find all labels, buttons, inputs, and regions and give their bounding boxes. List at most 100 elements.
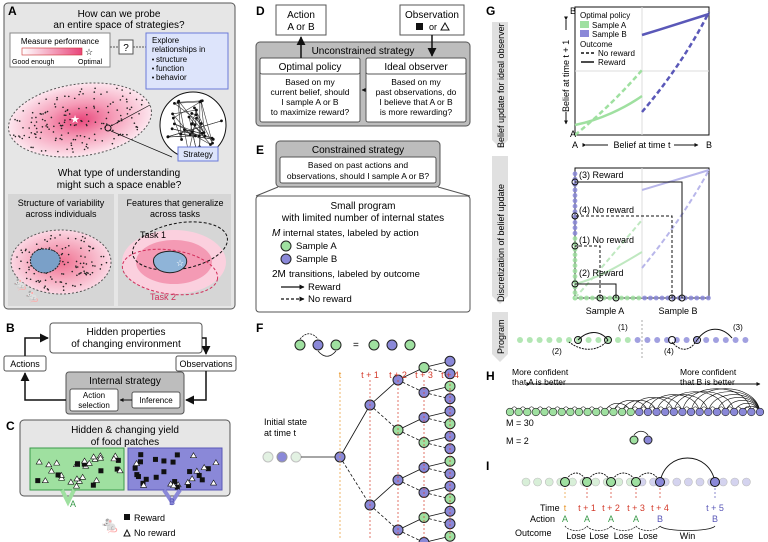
strategy-label: Strategy [183, 150, 213, 159]
network-edge [180, 133, 214, 140]
ideal-observer-title: Ideal observer [384, 62, 448, 73]
task-1-outline [132, 221, 228, 271]
legend-no-reward: No reward [598, 49, 635, 58]
optimal-star-icon: ☆ [85, 47, 93, 57]
strategy-dot [94, 121, 97, 123]
panel-c-letter: C [6, 419, 15, 433]
transition-arc [317, 350, 337, 357]
state [669, 407, 678, 417]
state [721, 407, 730, 417]
faded-curve [574, 219, 643, 299]
strategy-dot [64, 95, 66, 98]
program-state [634, 337, 641, 343]
strategy-dot [72, 138, 75, 141]
strategy-dot [73, 124, 76, 127]
panel-c: C Hidden & changing yield of food patche… [6, 419, 231, 538]
highlighted-state [574, 336, 582, 344]
time-value: t + 1 [578, 503, 596, 513]
outcome-arc [586, 525, 612, 531]
strategy-dot [136, 128, 139, 131]
discrete-state-x [642, 295, 647, 301]
network-node [172, 122, 176, 126]
strategy-dot [53, 103, 56, 105]
state [600, 407, 609, 417]
outcome-arc [635, 525, 661, 531]
strategy-dot [60, 127, 63, 130]
unconstrained-label: Unconstrained strategy [312, 46, 415, 57]
individuals-cloud [10, 229, 112, 295]
trajectory-arc [659, 457, 716, 483]
state [678, 407, 687, 417]
strategy-dot [61, 138, 63, 141]
strategy-dot [46, 123, 48, 126]
long-arc [639, 397, 683, 413]
state [704, 407, 713, 417]
long-arc [630, 397, 675, 413]
no-reward-item [85, 459, 93, 466]
individual-dot [38, 281, 41, 283]
no-reward-item [67, 478, 75, 485]
individual-dot [49, 276, 52, 278]
measure-title: Measure performance [21, 37, 100, 46]
outcome-row-label: Outcome [515, 528, 552, 538]
outcome-arc [659, 525, 716, 531]
reward-square-icon [416, 23, 423, 30]
individual-dot [26, 261, 29, 264]
strategy-dot [81, 120, 83, 123]
network-edge [172, 113, 191, 136]
strategy-dot [22, 127, 24, 129]
question-mark: ? [123, 43, 129, 54]
panel-h: H More confident that A is better More c… [486, 367, 765, 446]
state [747, 407, 756, 417]
strategy-dot [54, 106, 57, 108]
program-state [556, 337, 563, 343]
strategy-dot [53, 125, 55, 128]
strategy-dot [35, 127, 38, 130]
reward-item [114, 466, 120, 472]
transitions-label: transitions, labeled by outcome [289, 269, 420, 280]
tree-edge [369, 379, 399, 406]
question-2-line-1: What type of understanding [58, 168, 180, 179]
strategy-dot [73, 97, 76, 100]
individual-dot [43, 286, 46, 289]
trajectory-state [710, 477, 720, 487]
discrete-state-y [572, 290, 578, 295]
strategy-dot [62, 106, 64, 109]
individual-dot [89, 273, 92, 276]
individual-dot [62, 289, 65, 291]
reward-label: Reward [308, 282, 341, 293]
no-reward-item [73, 475, 81, 482]
panel-g: G Belief update for ideal observer Discr… [486, 4, 749, 362]
optimal-label: Optimal [78, 59, 103, 66]
program-state [386, 339, 398, 351]
good-enough-label: Good enough [12, 59, 55, 66]
network-node [190, 122, 193, 126]
individual-dot [16, 256, 18, 258]
individual-dot [87, 272, 89, 275]
task-2-label: Task 2 [150, 292, 176, 302]
discrete-state-y [572, 203, 578, 209]
individual-dot [54, 237, 56, 239]
action-line-1: Action [287, 10, 315, 21]
individual-dot [62, 260, 64, 263]
reward-item [187, 469, 193, 475]
individual-dot [44, 279, 47, 282]
strategy-dot [44, 119, 46, 122]
strategy-dot [18, 120, 21, 122]
small-program-line-2: with limited number of internal states [281, 213, 444, 224]
no-reward-item [92, 476, 101, 483]
optimal-body-line: I sample A or B [281, 97, 338, 107]
strategy-dot [121, 95, 124, 97]
individual-dot [20, 249, 23, 251]
long-arc [707, 394, 761, 413]
highlighted-state [596, 294, 604, 302]
trajectory-state [631, 477, 641, 487]
selected-strategy-marker [104, 124, 112, 132]
individual-dot [75, 260, 78, 263]
strategy-dot [60, 125, 63, 127]
strategy-dot [112, 129, 114, 132]
panel-e: E Constrained strategy Based on past act… [255, 140, 471, 313]
action-line-2: A or B [287, 22, 315, 33]
network-edge [200, 100, 206, 137]
strategy-dot [141, 99, 143, 101]
